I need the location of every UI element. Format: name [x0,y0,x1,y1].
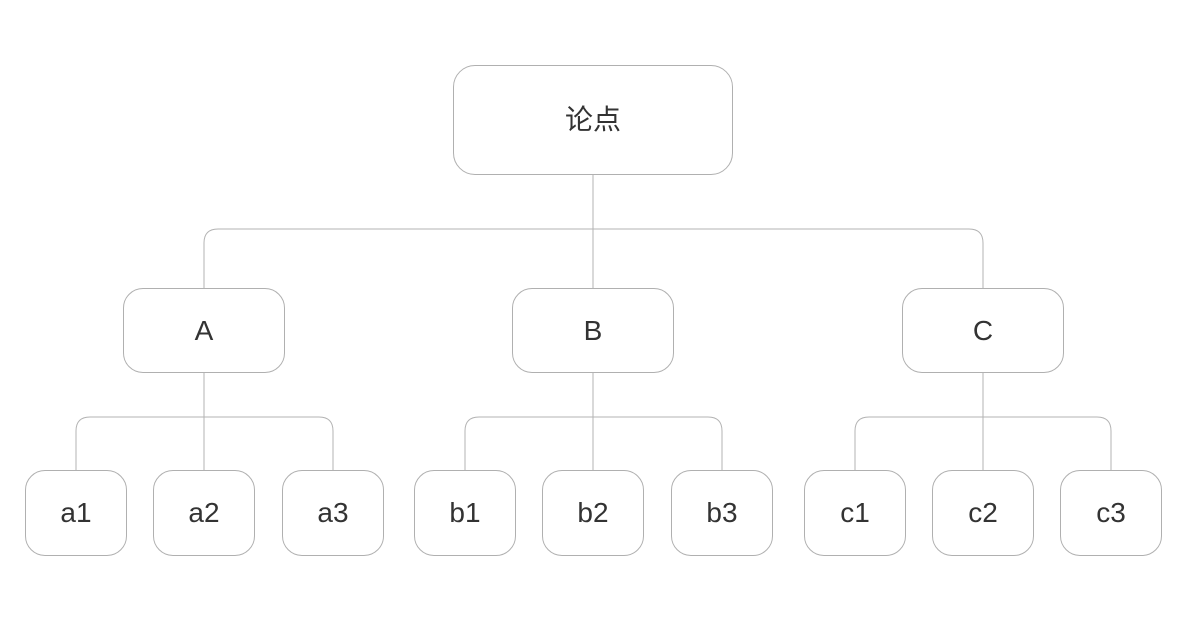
connector-bus-a [75,416,334,470]
leaf-node-b3-label: b3 [706,497,738,528]
leaf-node-a1-label: a1 [60,497,92,528]
leaf-node-b1[interactable]: b1 [414,470,516,556]
branch-node-a-label: A [194,314,214,346]
leaf-node-a3-label: a3 [317,497,349,528]
leaf-node-a3[interactable]: a3 [282,470,384,556]
leaf-node-c3[interactable]: c3 [1060,470,1162,556]
leaf-node-c1-label: c1 [840,497,870,528]
leaf-node-b2-label: b2 [577,497,609,528]
leaf-node-b3[interactable]: b3 [671,470,773,556]
branch-node-b-label: B [583,314,603,346]
leaf-node-c1[interactable]: c1 [804,470,906,556]
root-node[interactable]: 论点 [453,65,733,175]
leaf-node-c2[interactable]: c2 [932,470,1034,556]
leaf-node-c2-label: c2 [968,497,998,528]
root-node-label: 论点 [564,104,621,135]
leaf-node-a2[interactable]: a2 [153,470,255,556]
connector-bus-b [464,416,723,470]
connector-bus-c [854,416,1112,470]
leaf-node-c3-label: c3 [1096,497,1126,528]
leaf-node-a2-label: a2 [188,497,220,528]
branch-node-b[interactable]: B [512,288,674,373]
connector-bus-level1 [203,228,984,288]
leaf-node-a1[interactable]: a1 [25,470,127,556]
branch-node-c[interactable]: C [902,288,1064,373]
leaf-node-b1-label: b1 [449,497,481,528]
branch-node-c-label: C [972,314,994,346]
branch-node-a[interactable]: A [123,288,285,373]
leaf-node-b2[interactable]: b2 [542,470,644,556]
